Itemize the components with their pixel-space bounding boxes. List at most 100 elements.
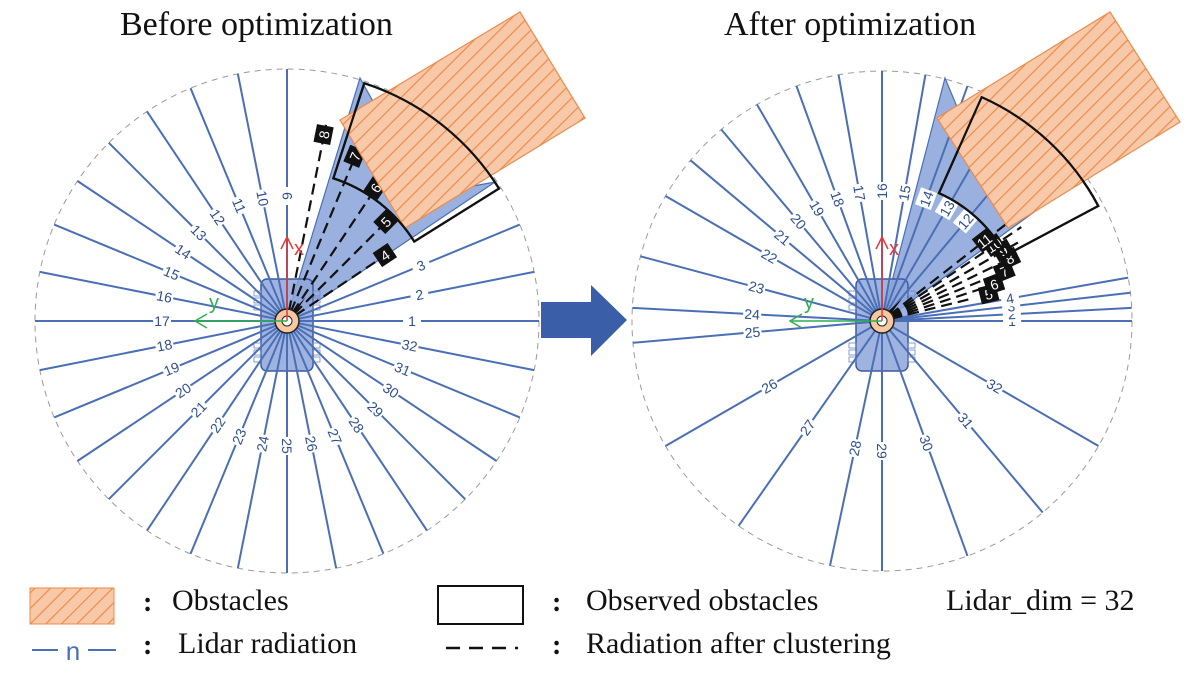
ray-label-group: 22 (205, 412, 230, 437)
ray-label: 8 (315, 129, 332, 140)
robot-sensor-grid (848, 349, 857, 356)
ray-label: 19 (806, 198, 828, 220)
ray-label-bg (159, 357, 183, 380)
legend-graphics: n (29, 585, 524, 666)
ray-label-group: 8 (313, 124, 334, 146)
robot-sensor-grid (312, 342, 321, 349)
ray-label-group: 13 (186, 219, 212, 245)
ray-label-bg (952, 208, 978, 234)
lidar-ray-4 (294, 248, 395, 317)
ray-label: 22 (207, 414, 229, 436)
robot-sensor-grid (253, 297, 262, 304)
ray-label-group: 2 (408, 284, 430, 305)
ray-label: 15 (161, 263, 182, 284)
ray-label: 20 (172, 379, 194, 401)
ray-label: 12 (207, 206, 229, 228)
ray-label: 4 (1005, 290, 1016, 307)
ray-label-bg (324, 424, 347, 448)
ray-label-bg (379, 377, 404, 403)
ray-label-bg (313, 124, 334, 146)
ray-label-group: 9 (278, 187, 295, 205)
lidar-ray-5 (891, 298, 970, 320)
ray-label-group: 11 (971, 228, 997, 253)
ray-label: 16 (874, 183, 890, 199)
ray-label-group: 4 (999, 287, 1021, 308)
ray-label-group: 12 (205, 204, 231, 229)
ray-label-group: 11 (228, 193, 251, 217)
ray-label-bg (844, 437, 865, 459)
ray-label-group: 13 (934, 196, 959, 221)
legend-clustered-label: Radiation after clustering (586, 627, 891, 660)
ray-label-bg (894, 182, 915, 204)
ray-label-group: 3 (409, 253, 433, 277)
ray-label-bg (745, 276, 768, 298)
robot-sensor-grid (907, 290, 916, 297)
ray-label-group: 25 (742, 322, 763, 342)
ray-label-group: 20 (170, 377, 195, 403)
ray-label-group: 28 (344, 412, 369, 437)
lidar-ray-7 (890, 269, 1008, 319)
ray-label: 19 (161, 358, 182, 379)
ray-label: 17 (850, 184, 868, 202)
ray-label-group: 24 (742, 304, 762, 323)
ray-label-bg (934, 196, 959, 221)
legend-obstacles-label: Obstacles (172, 584, 289, 617)
ray-label-bg (186, 219, 212, 245)
ray-label-group: 28 (844, 437, 865, 459)
ray-label-bg (971, 228, 997, 253)
ray-label-bg (170, 377, 195, 403)
ray-label: 27 (796, 416, 818, 438)
ray-label: 28 (846, 439, 865, 458)
ray-label-bg (742, 304, 762, 323)
ray-label-bg (344, 412, 369, 437)
sensor-fan (888, 298, 903, 314)
ray-label: 1 (408, 313, 416, 329)
ray-label-bg (874, 442, 891, 460)
ray-label-bg (391, 357, 415, 380)
ray-label-group: 5 (373, 209, 399, 235)
ray-label-bg (403, 312, 421, 329)
ray-label: 14 (916, 189, 936, 209)
ray-label: 26 (759, 375, 781, 397)
ray-label-bg (153, 334, 175, 355)
ray-label-group: 20 (786, 208, 812, 234)
ray-label-group: 21 (185, 396, 211, 422)
observed-obstacle-outline-top (331, 81, 501, 244)
lidar-ray-5 (293, 214, 394, 315)
ray-label-group: 29 (874, 442, 891, 460)
ray-label-bg (373, 209, 399, 235)
lidar-ray-6 (891, 284, 992, 319)
ray-label-group: 19 (159, 357, 183, 380)
robot-sensor-grid (848, 342, 857, 349)
ray-label-bg (205, 412, 230, 437)
legend-observed-label: Observed obstacles (586, 584, 819, 617)
legend-obstacle-swatch (29, 587, 115, 625)
ray-label-bg (742, 322, 763, 342)
ray-label: 9 (279, 192, 295, 200)
ray-label-bg (849, 182, 870, 204)
ray-label-group: 32 (399, 334, 421, 355)
ray-label-group: 31 (391, 357, 415, 380)
ray-label-group: 10 (253, 187, 274, 209)
legend-lidar-sample-label: n (66, 636, 80, 666)
ray-label-group: 30 (915, 431, 938, 455)
robot-sensor-grid (907, 342, 916, 349)
obstacle (339, 11, 586, 229)
lidar-ray-8 (287, 124, 328, 312)
ray-label: 23 (747, 278, 766, 298)
ray-label: 18 (827, 189, 847, 209)
legend-lidar-label: Lidar radiation (178, 627, 358, 660)
ray-label-group: 14 (914, 187, 938, 211)
ray-label-group: 17 (153, 312, 171, 329)
ray-label-group: 29 (363, 396, 389, 422)
ray-label-group: 15 (160, 261, 184, 284)
ray-label: 32 (400, 336, 419, 355)
ray-label: 18 (155, 336, 174, 355)
ray-label-group: 16 (154, 286, 175, 307)
ray-label: 30 (916, 433, 936, 453)
y-axis-label: y (804, 292, 814, 314)
ray-label-group: 18 (826, 187, 850, 211)
ray-label-group: 24 (252, 433, 273, 454)
y-axis-arrowhead-icon (788, 313, 803, 329)
